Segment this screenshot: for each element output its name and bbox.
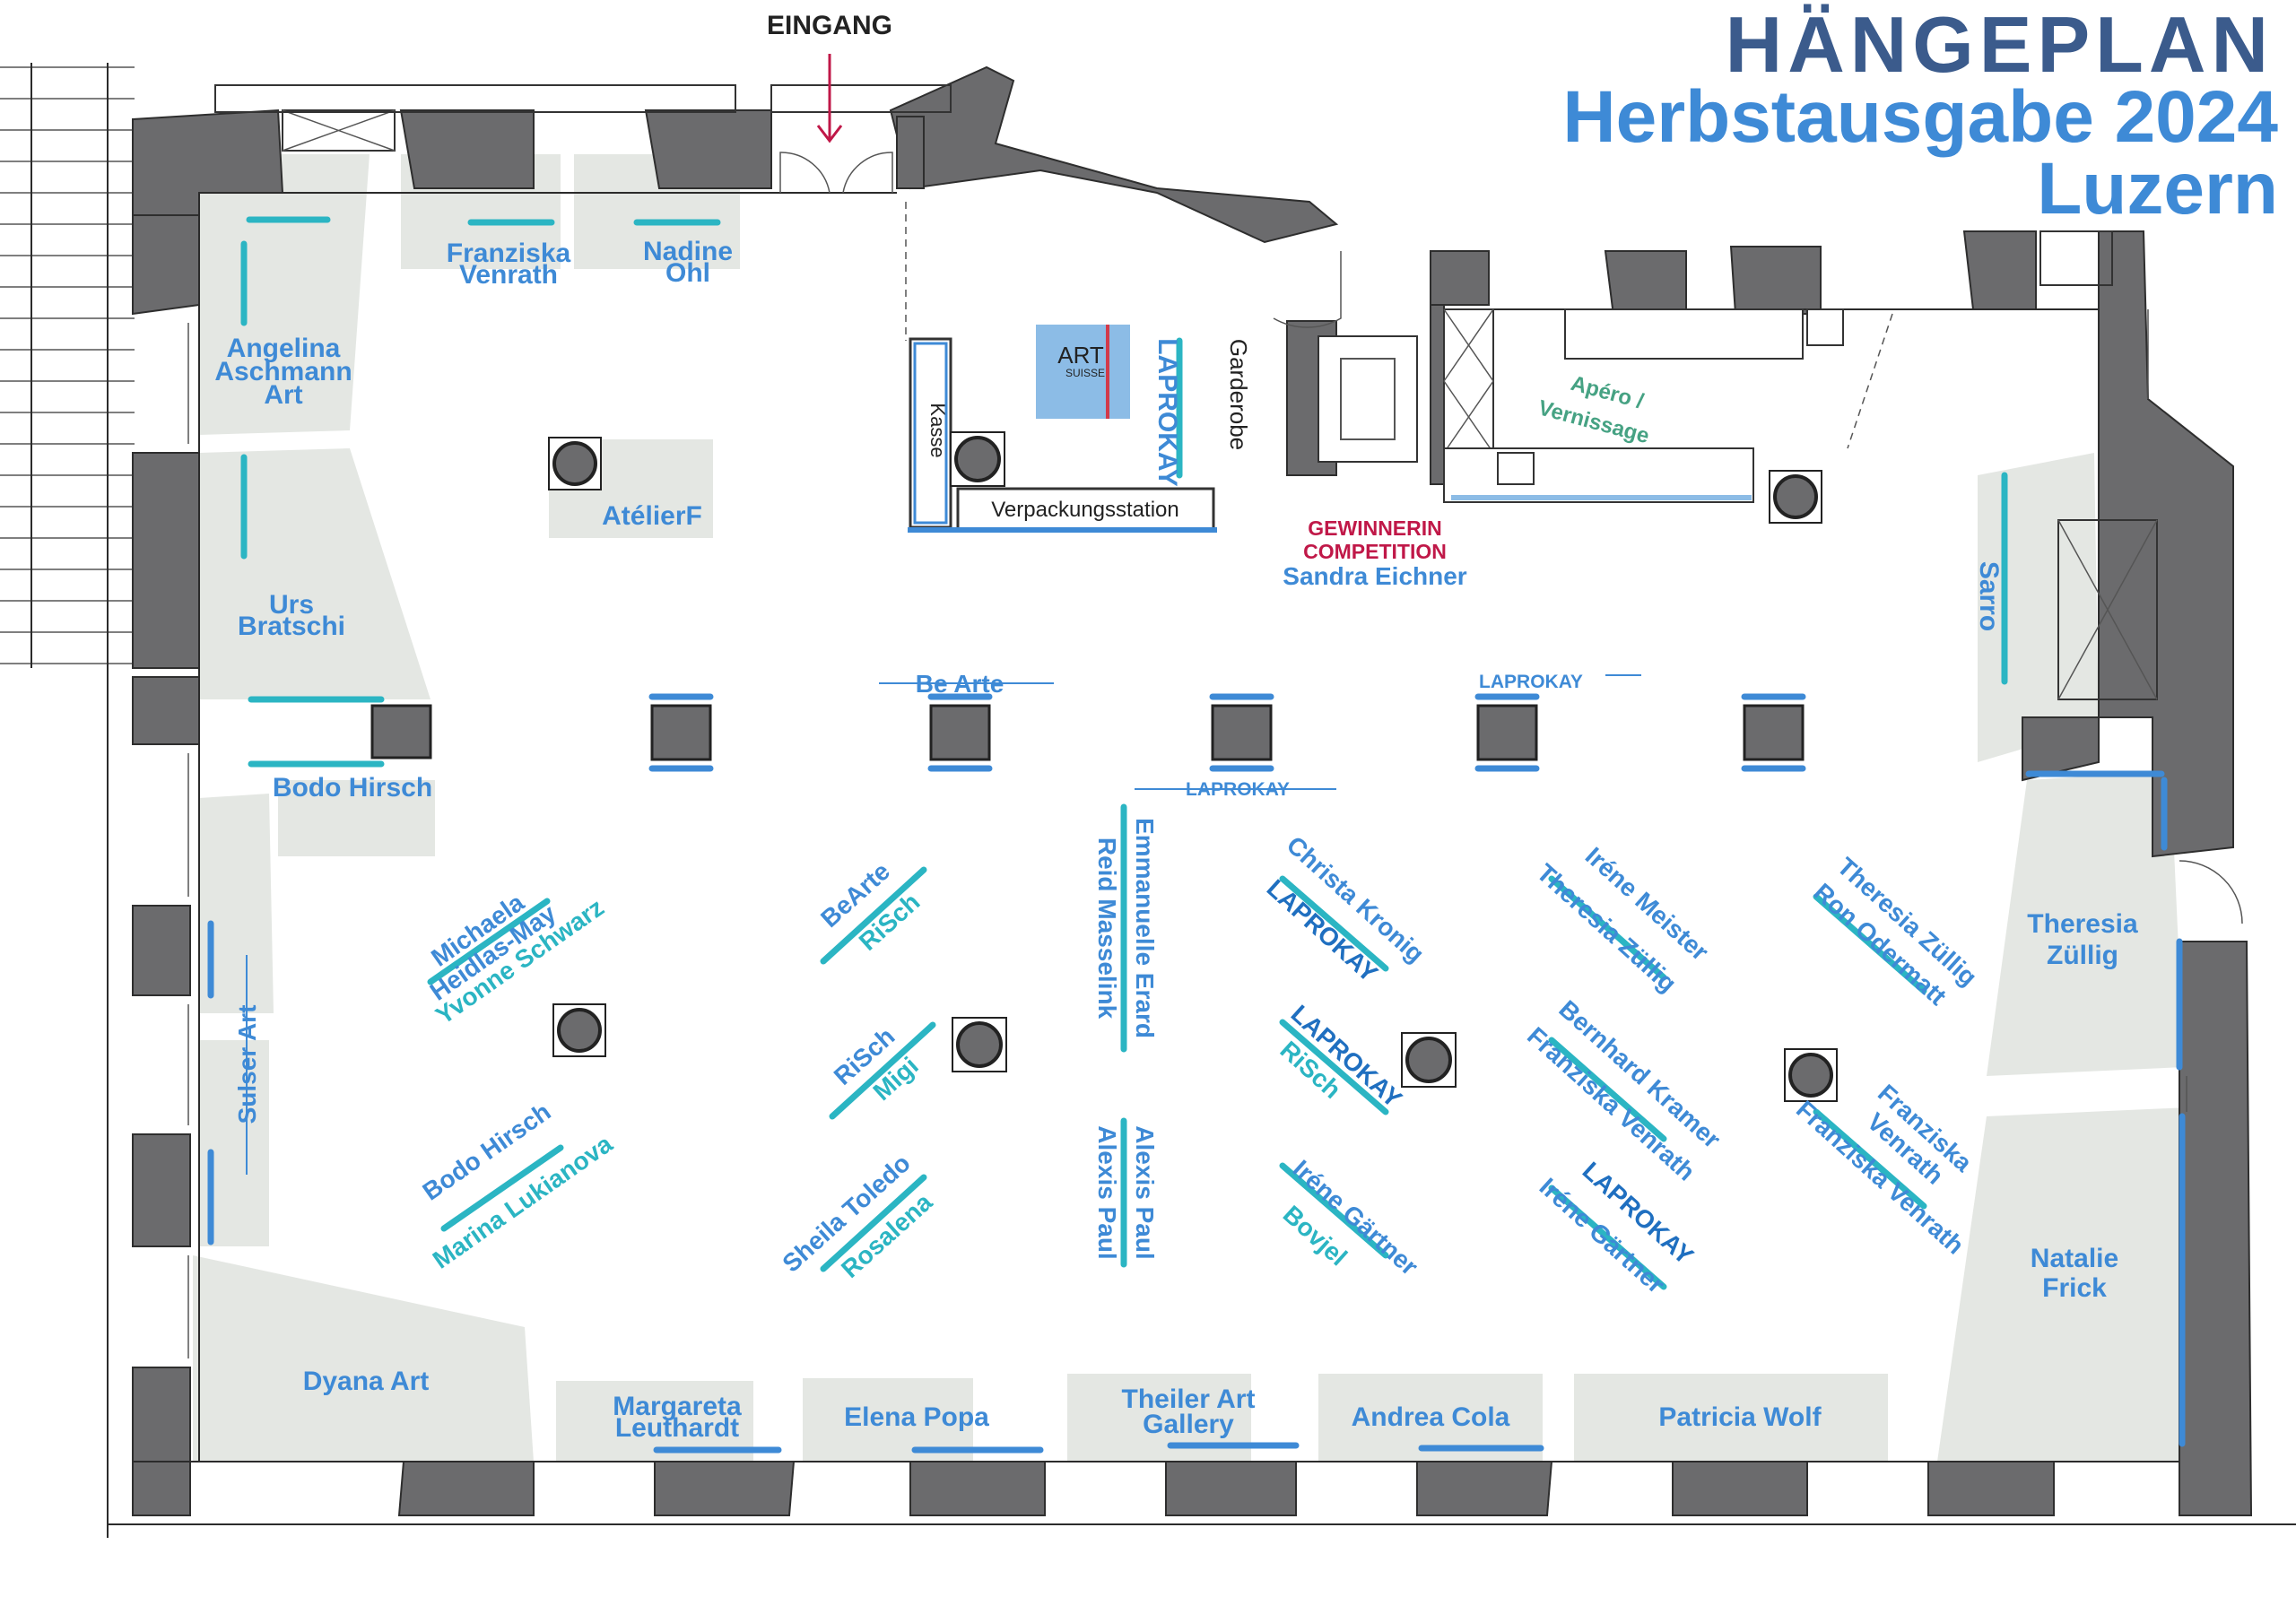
- label-dyana: Dyana Art: [303, 1367, 430, 1396]
- exhibitor-labels: Angelina Aschmann Art Franziska Venrath …: [214, 237, 2138, 1443]
- label-angelina-3: Art: [264, 380, 302, 410]
- outside-hatching: [0, 63, 2296, 1538]
- title-main: HÄNGEPLAN: [1726, 0, 2274, 89]
- label-franziska-top-2: Venrath: [459, 260, 558, 290]
- diagonal-panels: [427, 866, 1927, 1290]
- label-nadine-2: Ohl: [665, 258, 710, 288]
- entrance-label: EINGANG: [767, 11, 892, 40]
- label-natalie-2: Frick: [2042, 1273, 2107, 1303]
- label-emmanuelle: Emmanuelle Erard: [1131, 818, 1159, 1038]
- diagonal-labels: Michaela Heidlas-May Yvonne Schwarz Bodo…: [417, 818, 1982, 1298]
- label-theiler-1: Theiler Art: [1122, 1384, 1256, 1414]
- round-pillars: [548, 431, 1838, 1102]
- kasse-label: Kasse: [926, 403, 949, 457]
- cashier-area: [905, 202, 1217, 533]
- label-margareta-1: Margareta: [613, 1392, 742, 1421]
- label-andrea: Andrea Cola: [1352, 1402, 1510, 1432]
- exhibition-zones: [193, 154, 2193, 1462]
- label-franziska-top-1: Franziska: [447, 239, 571, 268]
- pillar: [548, 437, 602, 490]
- logo-art: ART: [1057, 342, 1104, 369]
- pillar: [1401, 1032, 1457, 1088]
- wall-panels: [207, 216, 2186, 1454]
- label-margareta-2: Leuthardt: [615, 1413, 739, 1443]
- label-sulser: Sulser Art: [233, 1005, 261, 1124]
- label-theresia-right-1: Theresia: [2027, 909, 2138, 939]
- kitchen-area: [1318, 308, 2158, 700]
- pillar: [950, 431, 1005, 487]
- label-nadine-1: Nadine: [643, 237, 733, 266]
- pillar: [952, 1017, 1007, 1072]
- label-elena: Elena Popa: [844, 1402, 989, 1432]
- label-patricia: Patricia Wolf: [1658, 1402, 1822, 1432]
- competition-line2: COMPETITION: [1303, 540, 1447, 563]
- label-theresia-right-2: Züllig: [2047, 941, 2118, 970]
- label-angelina-1: Angelina: [227, 334, 341, 363]
- label-natalie-1: Natalie: [2031, 1244, 2118, 1273]
- square-pillars: [370, 693, 1806, 772]
- label-urs-1: Urs: [269, 590, 314, 620]
- competition-winner: Sandra Eichner: [1283, 562, 1467, 590]
- label-theiler-2: Gallery: [1143, 1410, 1234, 1439]
- label-reid: Reid Masselink: [1093, 838, 1121, 1020]
- label-laprokay-mid: LAPROKAY: [1186, 779, 1290, 800]
- label-alexis-a: Alexis Paul: [1131, 1125, 1159, 1259]
- label-angelina-2: Aschmann: [214, 357, 352, 386]
- label-marina: Marina Lukianova: [428, 1129, 618, 1273]
- direction-arrows: [246, 54, 1641, 1175]
- label-laprokay-top: LAPROKAY: [1479, 672, 1583, 692]
- verpackung-label: Verpackungsstation: [991, 498, 1178, 522]
- pillar: [552, 1003, 606, 1057]
- label-laprokay-vertical: LAPROKAY: [1152, 338, 1182, 487]
- label-alexis-b: Alexis Paul: [1093, 1125, 1121, 1259]
- title-block: HÄNGEPLAN Herbstausgabe 2024 Luzern: [1562, 0, 2278, 230]
- pillar: [1784, 1048, 1838, 1102]
- logo-suisse: SUISSE: [1065, 367, 1105, 379]
- title-city: Luzern: [2037, 148, 2278, 230]
- label-be-arte: Be Arte: [916, 670, 1004, 698]
- label-bodo-top: Bodo Hirsch: [273, 773, 432, 803]
- garderobe-label: Garderobe: [1225, 339, 1252, 450]
- label-atelierf: AtélierF: [602, 501, 702, 531]
- label-urs-2: Bratschi: [238, 612, 345, 641]
- pillar: [1769, 470, 1822, 524]
- competition-line1: GEWINNERIN: [1308, 516, 1442, 540]
- label-sarro: Sarro: [1974, 561, 2004, 631]
- title-edition: Herbstausgabe 2024: [1562, 76, 2278, 158]
